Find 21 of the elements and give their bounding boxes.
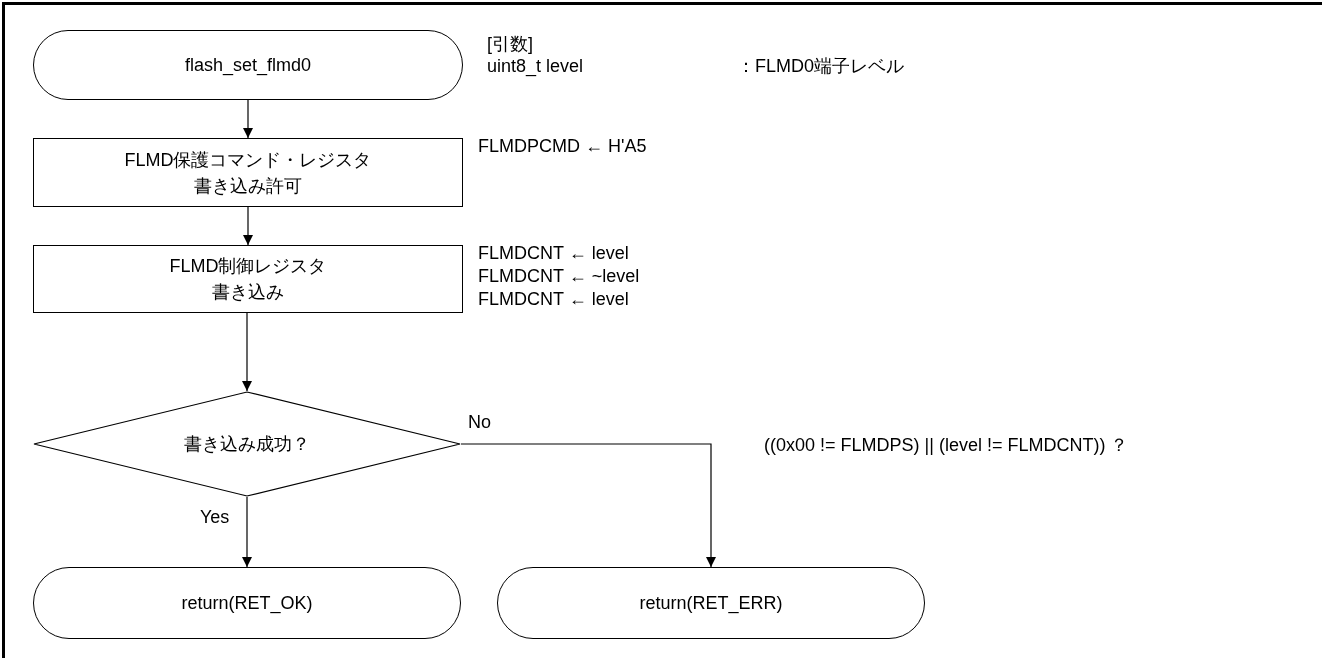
arrow [243,206,253,246]
annotation-text: FLMDPCMD ← H'A5 [478,135,647,158]
arrow [243,99,253,139]
node-text: FLMD保護コマンド・レジスタ書き込み許可 [123,148,373,198]
node-text: FLMD制御レジスタ書き込み [168,255,328,304]
node-text: return(RET_ERR) [639,592,783,616]
note-text: ：FLMD0端子レベル [737,55,904,78]
node-text: 書き込み成功？ [184,433,310,456]
arrow [242,496,252,568]
annotation-text: uint8_t level [487,55,584,78]
node-text: flash_set_flmd0 [184,54,312,78]
note-text: ((0x00 != FLMDPS) || (level != FLMDCNT)) ？ [764,434,1129,457]
arrow [460,443,716,568]
process-box [33,245,463,313]
annotation-text: FLMDCNT ← level [478,242,629,265]
annotation-text: FLMDCNT ← ~level [478,265,640,288]
node-text: return(RET_OK) [181,592,313,616]
annotation-text: [引数] [487,33,533,56]
process-box [33,138,463,207]
annotation-text: FLMDCNT ← level [478,288,629,311]
arrow [242,312,252,392]
